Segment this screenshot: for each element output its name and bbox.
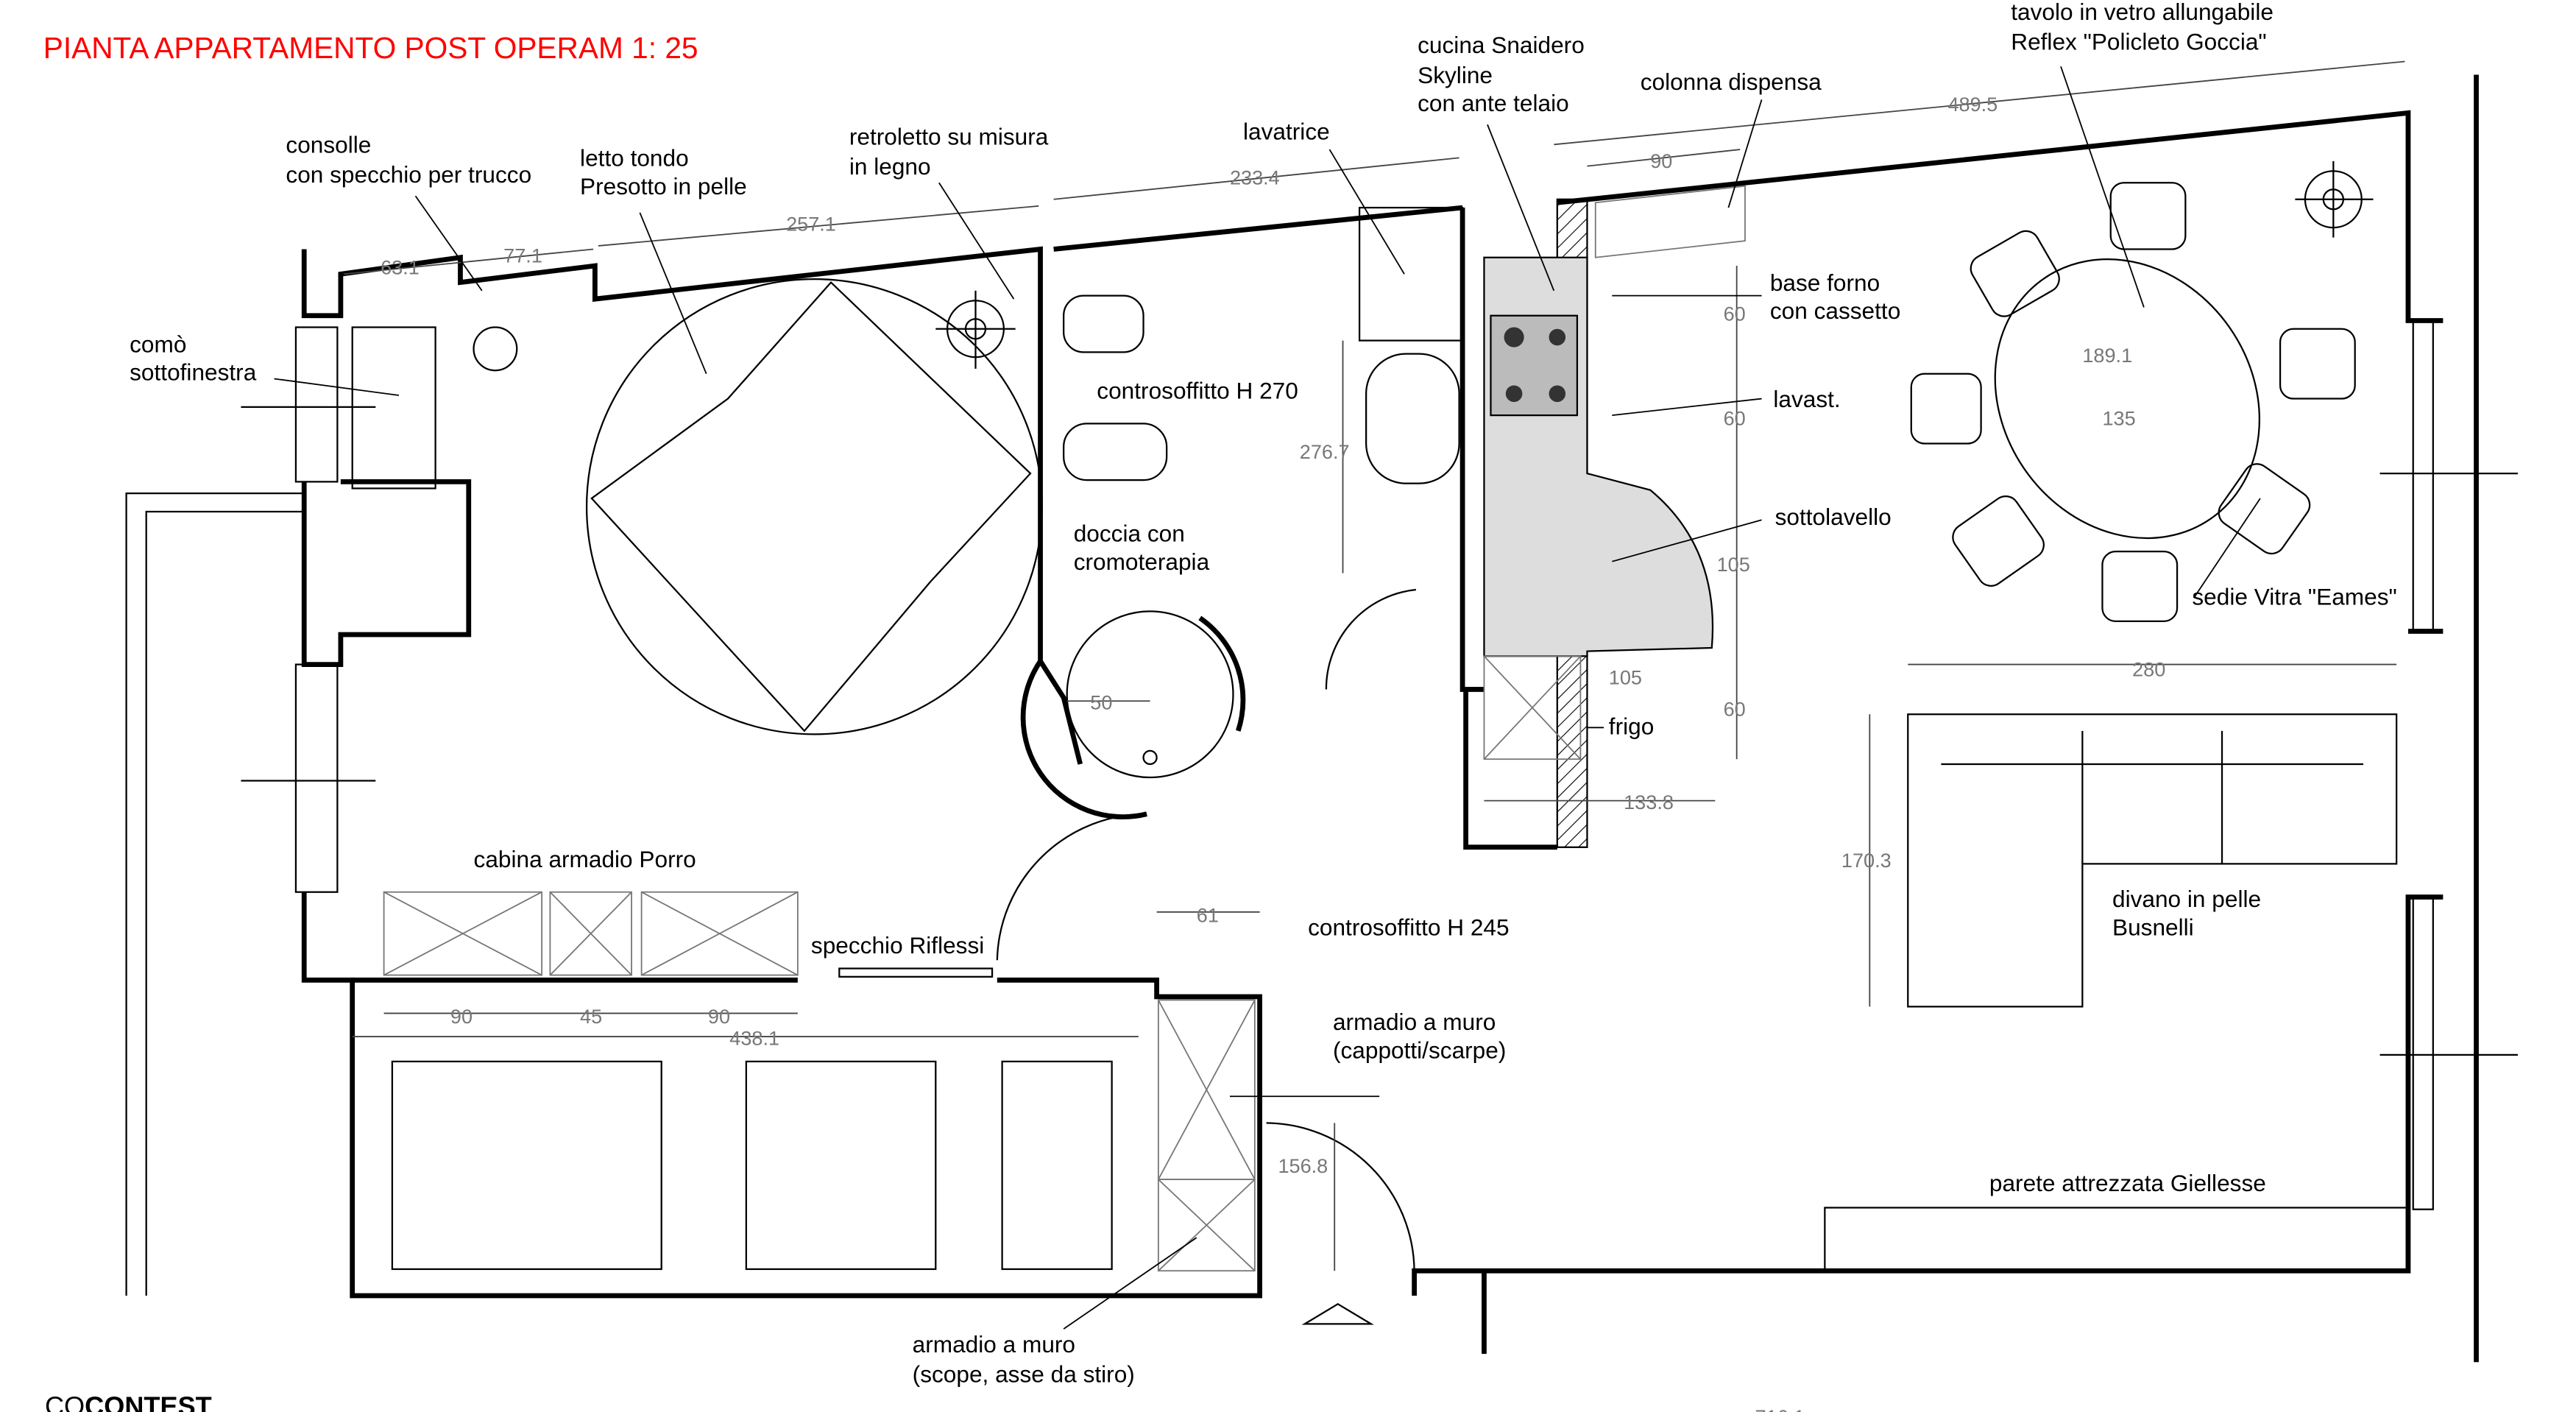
dim-63-1: 63.1 — [381, 255, 420, 278]
label-controsoffitto-245: controsoffitto H 245 — [1308, 914, 1510, 940]
fridge — [1483, 655, 1582, 760]
dim-156-8: 156.8 — [1278, 1154, 1328, 1177]
bed-mattress — [590, 280, 1032, 733]
label-cabina: cabina armadio Porro — [474, 846, 696, 872]
built-in-wardrobes — [1157, 999, 1256, 1272]
dimension-texts: 63.1 77.1 257.1 233.4 489.5 90 60 60 105… — [381, 93, 2165, 1412]
dim-135: 135 — [2102, 407, 2135, 430]
label-cucina: cucina Snaidero — [1418, 32, 1585, 58]
como — [351, 326, 436, 490]
label-lavast: lavast. — [1773, 386, 1840, 412]
dimension-lines — [344, 60, 2405, 1271]
svg-text:COCONTEST: COCONTEST — [45, 1391, 212, 1412]
toilet — [1063, 423, 1168, 481]
dim-90-top: 90 — [1650, 149, 1672, 172]
dim-105-v: 105 — [1717, 553, 1750, 576]
dim-716-1: 716.1 — [1755, 1405, 1805, 1412]
label-base-forno: base forno — [1770, 269, 1880, 296]
label-armadio-1: armadio a muro — [1333, 1009, 1496, 1035]
door-swing — [1266, 1122, 1415, 1271]
dim-233-4: 233.4 — [1230, 166, 1280, 188]
chairs — [1910, 182, 2356, 623]
label-parete: parete attrezzata Giellesse — [1989, 1170, 2266, 1196]
label-doccia-2: cromoterapia — [1074, 548, 1210, 575]
sofa — [1907, 713, 2398, 1008]
label-letto: letto tondo — [580, 145, 689, 172]
dim-50: 50 — [1090, 691, 1112, 714]
cooktop-icon — [1490, 314, 1579, 417]
door-swing — [996, 813, 1147, 961]
dim-45: 45 — [580, 1005, 602, 1028]
label-specchio: specchio Riflessi — [811, 932, 984, 959]
label-doccia: doccia con — [1074, 520, 1185, 547]
label-divano: divano in pelle — [2112, 886, 2261, 912]
mirror — [838, 967, 994, 978]
wardrobe-porro — [383, 891, 799, 976]
door-swing — [1325, 588, 1416, 690]
leader-lines — [274, 66, 2261, 1330]
dim-61: 61 — [1197, 903, 1219, 926]
label-consolle-2: con specchio per trucco — [286, 161, 531, 188]
label-controsoffitto-270: controsoffitto H 270 — [1097, 378, 1298, 404]
label-cucina-3: con ante telaio — [1418, 90, 1569, 116]
label-base-forno-2: con cassetto — [1770, 297, 1900, 324]
dim-60-b: 60 — [1724, 407, 1746, 430]
dim-105-h: 105 — [1609, 666, 1642, 689]
dim-60-c: 60 — [1724, 698, 1746, 721]
label-como: comò — [130, 331, 186, 357]
windows — [241, 320, 2518, 1210]
dim-90-b: 90 — [708, 1005, 730, 1028]
labels: consolle con specchio per trucco letto t… — [130, 0, 2397, 1387]
label-cucina-2: Skyline — [1418, 62, 1493, 88]
dim-77-1: 77.1 — [503, 244, 542, 267]
dim-170-3: 170.3 — [1841, 849, 1892, 872]
label-sottolavello: sottolavello — [1775, 504, 1892, 530]
label-consolle: consolle — [286, 132, 371, 158]
label-retroletto: retroletto su misura — [849, 123, 1049, 149]
dim-189-1: 189.1 — [2082, 344, 2132, 367]
dim-60-a: 60 — [1724, 303, 1746, 325]
label-divano-2: Busnelli — [2112, 914, 2194, 940]
label-lavatrice: lavatrice — [1243, 119, 1330, 145]
tv-wall-unit — [1824, 1207, 2407, 1272]
dim-280: 280 — [2132, 657, 2165, 680]
dim-257-1: 257.1 — [786, 213, 836, 236]
bidet — [1063, 294, 1144, 353]
label-armadio-1b: (cappotti/scarpe) — [1333, 1037, 1506, 1063]
round-bed — [585, 278, 1043, 735]
ceiling-light-icon — [2295, 160, 2374, 238]
label-frigo: frigo — [1609, 713, 1654, 739]
dim-276-7: 276.7 — [1300, 440, 1350, 463]
label-letto-2: Presotto in pelle — [580, 173, 747, 200]
label-tavolo: tavolo in vetro allungabile — [2011, 0, 2274, 25]
pantry-column — [1594, 185, 1746, 258]
dim-489-5: 489.5 — [1947, 93, 1998, 116]
plan-title: PIANTA APPARTAMENTO POST OPERAM 1: 25 — [43, 31, 698, 65]
label-como-2: sottofinestra — [130, 359, 257, 386]
label-colonna: colonna dispensa — [1641, 68, 1822, 95]
ceiling-light-icon — [935, 290, 1016, 369]
label-tavolo-2: Reflex "Policleto Goccia" — [2011, 29, 2266, 55]
washbasin — [1365, 353, 1460, 484]
washing-machine — [1358, 206, 1464, 342]
stool — [473, 326, 518, 372]
label-sedie: sedie Vitra "Eames" — [2192, 583, 2396, 610]
glass-table — [1994, 258, 2260, 540]
label-retroletto-2: in legno — [849, 153, 931, 180]
cocontest-logo: COCONTEST — [45, 1391, 212, 1412]
shower — [1066, 610, 1234, 779]
label-armadio-2: armadio a muro — [913, 1331, 1075, 1358]
dim-133-8: 133.8 — [1624, 791, 1674, 813]
dim-90-a: 90 — [450, 1005, 473, 1028]
entrance-arrow-icon — [1301, 1303, 1374, 1325]
label-armadio-2b: (scope, asse da stiro) — [913, 1360, 1135, 1387]
furniture — [351, 160, 2407, 1325]
dim-438-1: 438.1 — [729, 1026, 779, 1049]
